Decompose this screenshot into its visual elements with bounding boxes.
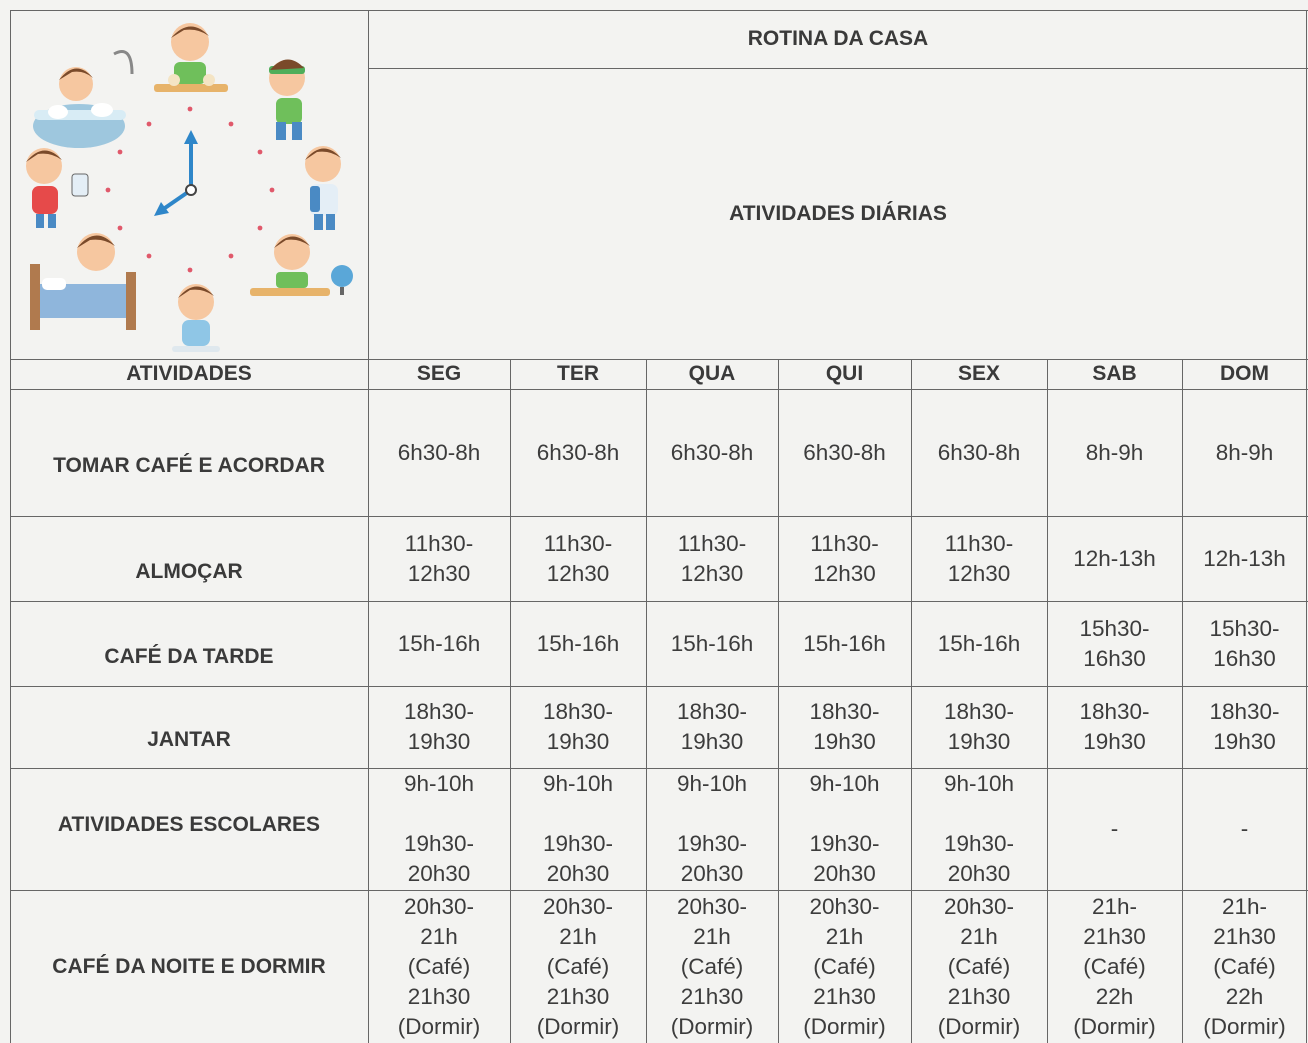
row-line-5 [10, 890, 1308, 891]
row-line-1 [10, 516, 1308, 517]
schedule-cell: 11h30- 12h30 [810, 530, 879, 586]
daily-routine-clock-illustration-icon [14, 14, 366, 358]
header-bottom-line [10, 389, 1308, 390]
schedule-cell: 15h-16h [803, 630, 886, 656]
row-line-3 [10, 686, 1308, 687]
schedule-cell: 12h-13h [1203, 545, 1286, 571]
column-line-seg [510, 359, 511, 1043]
column-line-qui [911, 359, 912, 1043]
table-border-top [10, 10, 1308, 11]
column-line-ter [646, 359, 647, 1043]
activity-label: ALMOÇAR [135, 559, 243, 583]
schedule-cell: 18h30- 19h30 [1209, 699, 1280, 754]
schedule-cell: - [1110, 816, 1119, 841]
header-day-sab: SAB [1092, 362, 1137, 385]
schedule-cell: 8h-9h [1215, 439, 1274, 465]
page-subtitle: ATIVIDADES DIÁRIAS [729, 201, 947, 225]
schedule-cell: - [1240, 816, 1249, 841]
schedule-cell: 18h30- 19h30 [676, 699, 748, 754]
schedule-cell: 6h30-8h [536, 439, 620, 465]
header-activities: ATIVIDADES [126, 362, 252, 385]
schedule-cell: 6h30-8h [397, 439, 481, 465]
schedule-cell: 6h30-8h [670, 439, 754, 465]
schedule-cell: 18h30- 19h30 [943, 699, 1015, 754]
schedule-cell: 15h30- 16h30 [1209, 615, 1280, 671]
schedule-cell: 6h30-8h [803, 439, 886, 465]
activity-label: CAFÉ DA TARDE [104, 644, 274, 668]
schedule-cell: 18h30- 19h30 [542, 699, 614, 754]
schedule-cell: 12h-13h [1073, 545, 1156, 571]
schedule-cell: 18h30- 19h30 [1079, 699, 1150, 754]
schedule-cell: 15h-16h [937, 630, 1021, 656]
header-day-dom: DOM [1220, 362, 1269, 385]
header-day-qui: QUI [825, 362, 864, 385]
schedule-cell: 21h- 21h30 (Café) 22h (Dormir) [1073, 893, 1156, 1039]
schedule-cell: 9h-10h 19h30- 20h30 [676, 771, 748, 886]
header-top-line [10, 359, 1308, 360]
schedule-cell: 21h- 21h30 (Café) 22h (Dormir) [1203, 893, 1286, 1039]
schedule-cell: 6h30-8h [937, 439, 1021, 465]
schedule-cell: 20h30- 21h (Café) 21h30 (Dormir) [536, 893, 620, 1039]
schedule-cell: 11h30- 12h30 [404, 530, 474, 586]
schedule-cell: 20h30- 21h (Café) 21h30 (Dormir) [803, 893, 886, 1039]
activity-label: TOMAR CAFÉ E ACORDAR [53, 453, 325, 477]
header-day-qua: QUA [688, 362, 736, 385]
schedule-cell: 11h30- 12h30 [677, 530, 747, 586]
schedule-cell: 15h30- 16h30 [1079, 615, 1150, 671]
table-border-right [1306, 10, 1307, 1043]
schedule-cell: 9h-10h 19h30- 20h30 [542, 771, 614, 886]
schedule-cell: 18h30- 19h30 [809, 699, 880, 754]
column-line-qua [778, 359, 779, 1043]
column-line-sex [1047, 359, 1048, 1043]
schedule-cell: 11h30- 12h30 [944, 530, 1014, 586]
row-line-4 [10, 768, 1308, 769]
schedule-cell: 9h-10h 19h30- 20h30 [943, 771, 1015, 886]
activity-label: JANTAR [147, 728, 231, 751]
schedule-cell: 20h30- 21h (Café) 21h30 (Dormir) [937, 893, 1021, 1039]
schedule-cell: 9h-10h 19h30- 20h30 [403, 771, 475, 886]
schedule-cell: 9h-10h 19h30- 20h30 [809, 771, 880, 886]
schedule-cell: 11h30- 12h30 [543, 530, 613, 586]
title-divider [368, 68, 1308, 69]
header-day-sex: SEX [957, 362, 1001, 385]
header-day-ter: TER [557, 362, 599, 385]
row-line-2 [10, 601, 1308, 602]
header-day-seg: SEG [416, 362, 462, 385]
activity-label: ATIVIDADES ESCOLARES [57, 813, 321, 836]
schedule-cell: 18h30- 19h30 [403, 699, 475, 754]
schedule-cell: 20h30- 21h (Café) 21h30 (Dormir) [397, 893, 481, 1039]
activity-label: CAFÉ DA NOITE E DORMIR [52, 954, 326, 978]
schedule-cell: 8h-9h [1085, 439, 1144, 465]
column-line-sab [1182, 359, 1183, 1043]
schedule-cell: 15h-16h [670, 630, 754, 656]
column-line-activities [368, 10, 369, 1043]
schedule-cell: 15h-16h [397, 630, 481, 656]
page-title: ROTINA DA CASA [747, 27, 929, 50]
table-border-left [10, 10, 11, 1043]
schedule-cell: 20h30- 21h (Café) 21h30 (Dormir) [670, 893, 754, 1039]
schedule-cell: 15h-16h [536, 630, 620, 656]
